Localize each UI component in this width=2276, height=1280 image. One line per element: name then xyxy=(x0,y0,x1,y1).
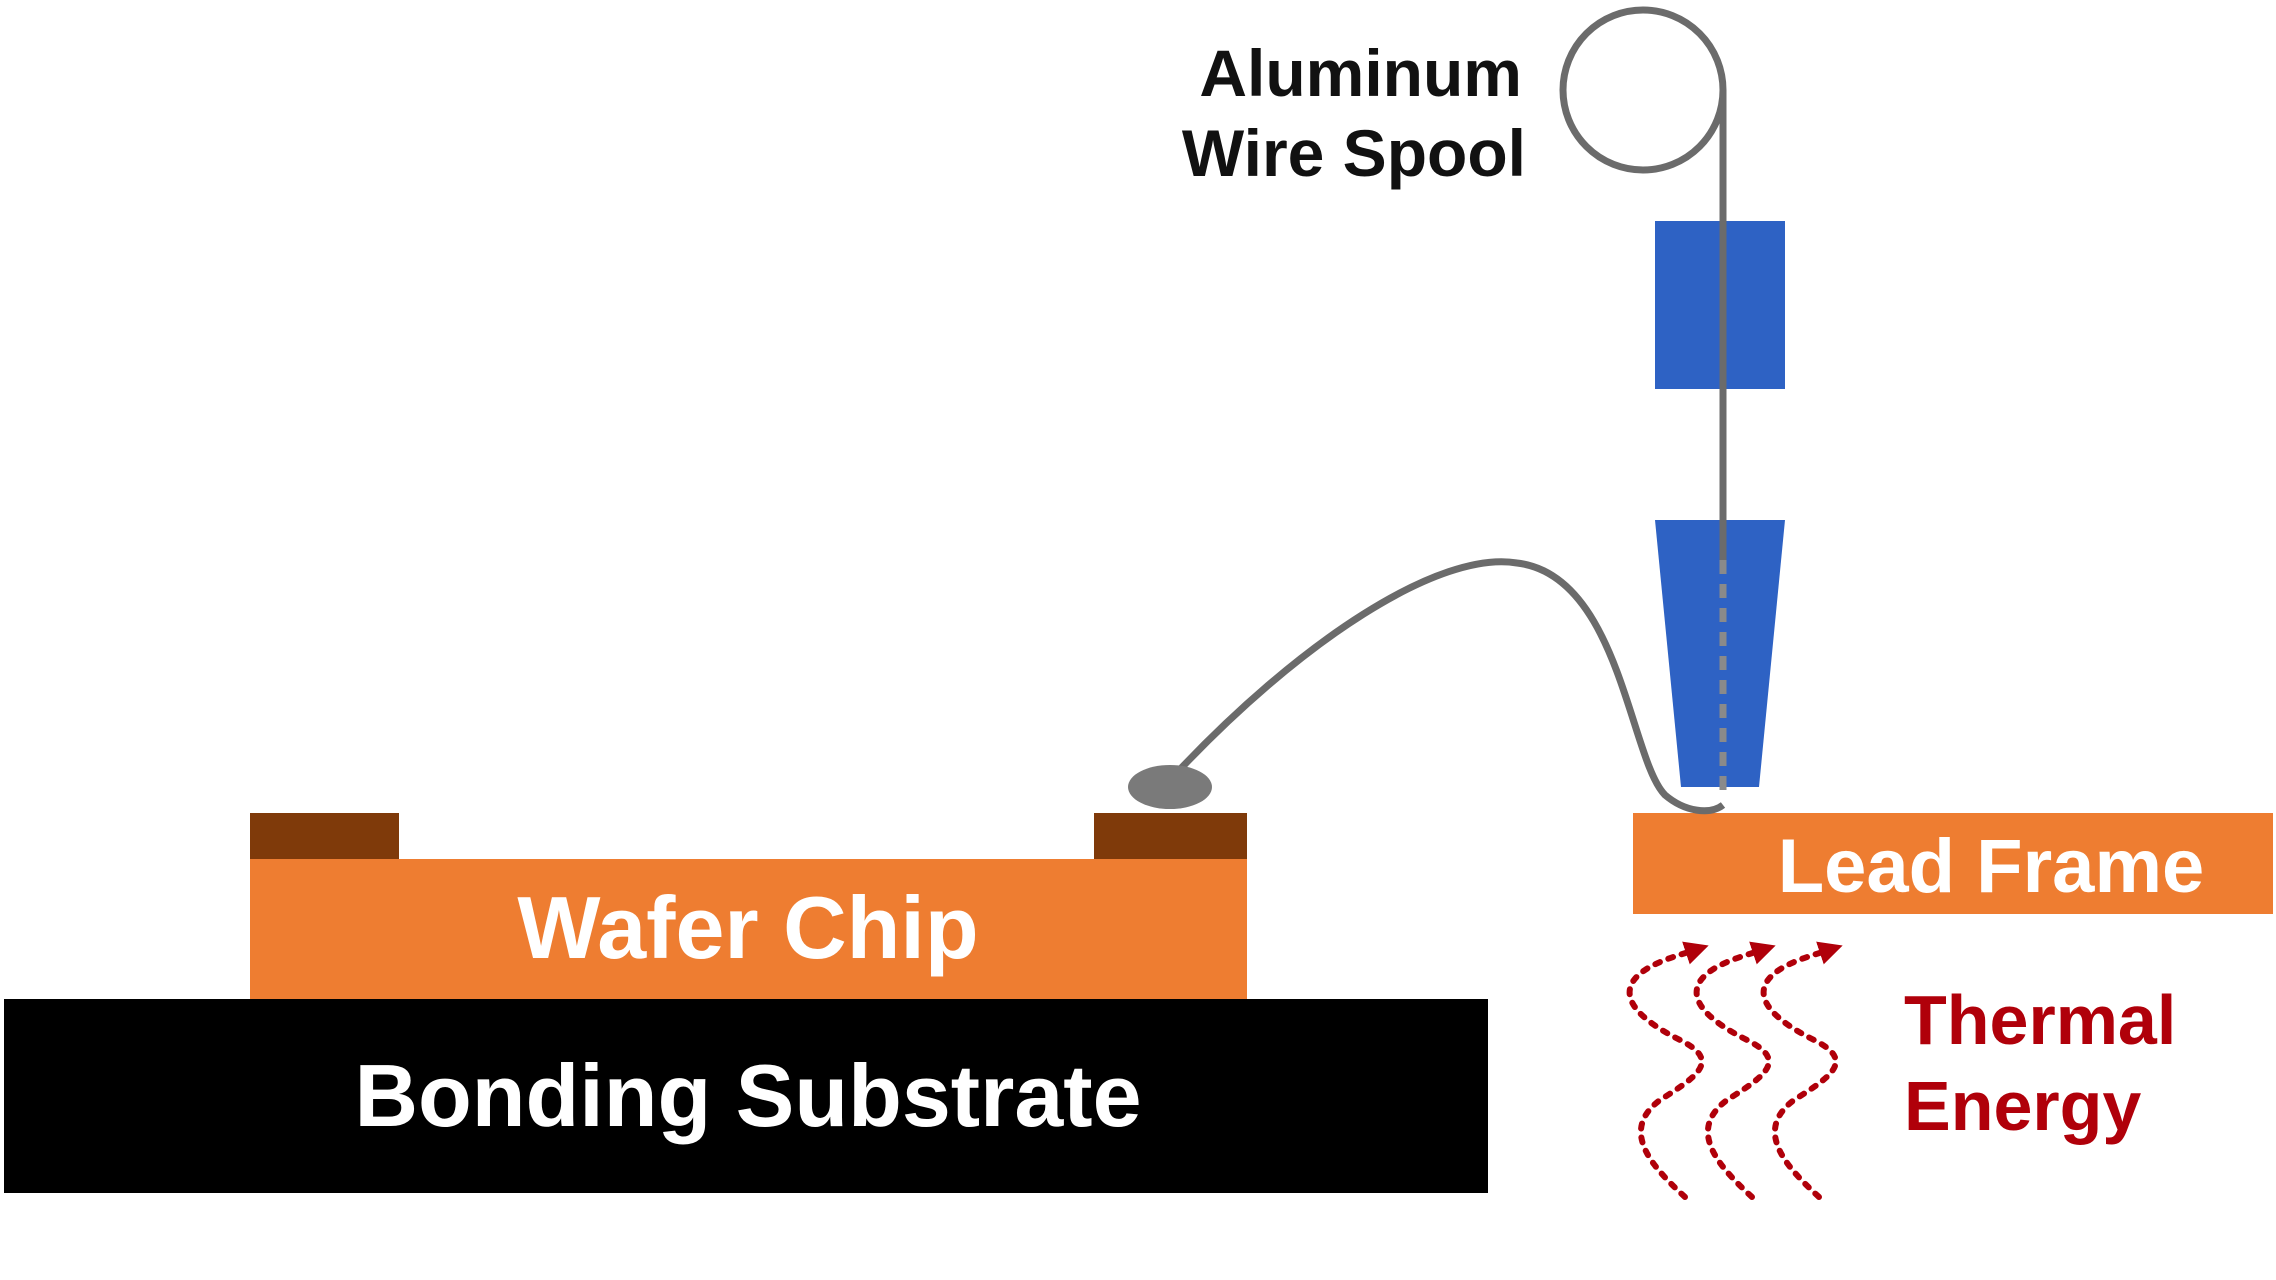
thermal-wave-2 xyxy=(1693,941,1776,1200)
capillary-tool xyxy=(1655,520,1785,787)
bond-pad-left xyxy=(250,813,399,859)
lead-frame xyxy=(1633,813,2273,914)
wire-spool xyxy=(1559,6,1727,174)
thermal-wave-1 xyxy=(1626,941,1709,1200)
ball-bond xyxy=(1128,765,1212,809)
bond-pad-right xyxy=(1094,813,1247,859)
bond-wire-loop xyxy=(1167,558,1726,815)
lead-frame-label: Lead Frame xyxy=(1778,824,2205,909)
thermal-wave-3 xyxy=(1760,941,1843,1200)
wafer-chip xyxy=(250,859,1247,999)
thermal-label-line2: Energy xyxy=(1904,1067,2141,1145)
bonding-substrate-label: Bonding Substrate xyxy=(354,1046,1141,1145)
thermal-label-line1: Thermal xyxy=(1904,981,2176,1059)
bonding-substrate xyxy=(4,999,1488,1193)
thermal-waves xyxy=(1626,941,1843,1200)
wafer-chip-label: Wafer Chip xyxy=(517,878,978,977)
spool-label-line2: Wire Spool xyxy=(1182,116,1526,190)
spool-label-line1: Aluminum xyxy=(1199,36,1522,110)
